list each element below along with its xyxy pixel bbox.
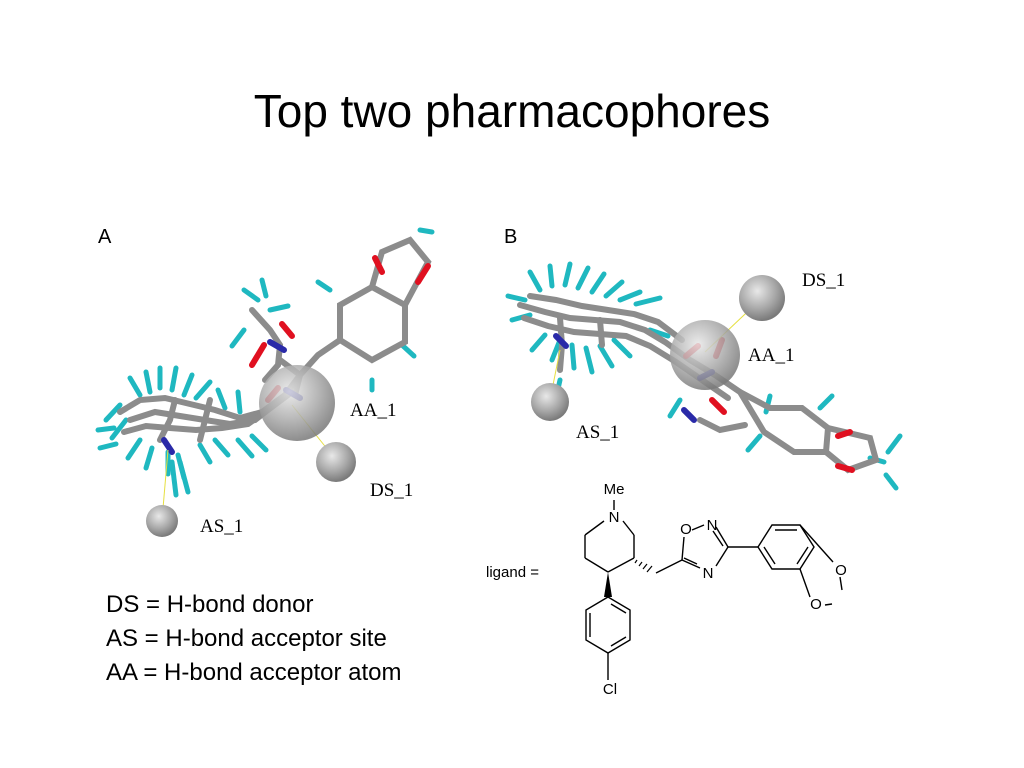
panel-b-ds-sphere bbox=[739, 275, 785, 321]
panel-b-as-sphere bbox=[531, 383, 569, 421]
legend-item-as: AS = H-bond acceptor site bbox=[106, 625, 387, 652]
hashed-bond bbox=[634, 559, 653, 573]
atom-n-oxadiazole-top: N bbox=[707, 517, 718, 534]
panel-b-model bbox=[505, 261, 903, 491]
legend-item-aa: AA = H-bond acceptor atom bbox=[106, 659, 402, 686]
panel-a-aa-sphere bbox=[259, 365, 335, 441]
legend: DS = H-bond donor AS = H-bond acceptor s… bbox=[106, 588, 402, 690]
atom-o-dioxole-top: O bbox=[835, 562, 847, 579]
panel-a-ds-sphere bbox=[316, 442, 356, 482]
panel-a-model bbox=[95, 227, 435, 537]
panel-a-as-sphere bbox=[146, 505, 178, 537]
atom-cl: Cl bbox=[603, 681, 617, 698]
atom-me: Me bbox=[604, 481, 625, 498]
atom-o-oxadiazole: O bbox=[680, 521, 692, 538]
panel-a-aa-label: AA_1 bbox=[350, 400, 397, 421]
panel-a-hydrogens bbox=[95, 227, 435, 498]
legend-item-ds: DS = H-bond donor bbox=[106, 591, 314, 618]
panel-b-as-label: AS_1 bbox=[576, 422, 620, 443]
panel-b-aa-label: AA_1 bbox=[748, 345, 795, 366]
ligand-structure bbox=[584, 500, 843, 680]
panel-b-label: B bbox=[504, 226, 518, 248]
panel-a-label: A bbox=[98, 226, 112, 248]
panel-b-aa-sphere bbox=[670, 320, 740, 390]
panel-a-as-label: AS_1 bbox=[200, 516, 244, 537]
ligand-label: ligand = bbox=[486, 564, 539, 581]
slide-title: Top two pharmacophores bbox=[253, 85, 771, 137]
atom-n-oxadiazole-bottom: N bbox=[703, 565, 714, 582]
panel-a-ds-label: DS_1 bbox=[370, 480, 414, 501]
atom-o-dioxole-bottom: O bbox=[810, 596, 822, 613]
panel-b-hydrogens bbox=[505, 261, 903, 491]
panel-b-ds-label: DS_1 bbox=[802, 270, 846, 291]
atom-n-piperidine: N bbox=[609, 509, 620, 526]
ligand-atom-labels: Me N O N N O O Cl bbox=[603, 481, 847, 698]
